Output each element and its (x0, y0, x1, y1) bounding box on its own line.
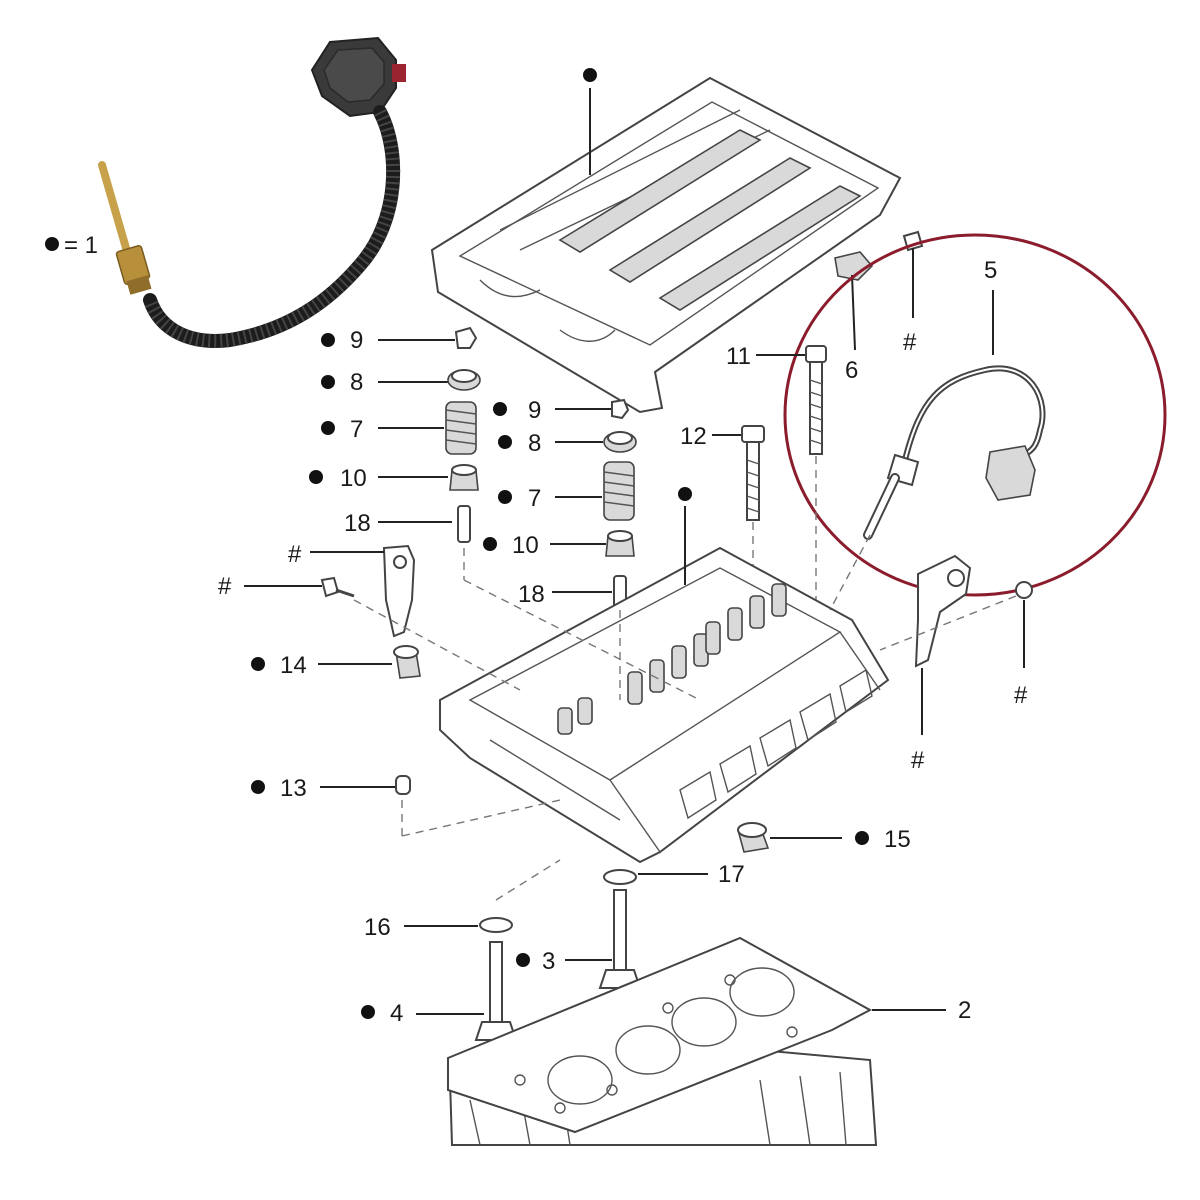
label-4: 4 (390, 1000, 403, 1027)
lifting-bracket-right: # # (879, 554, 1033, 774)
plug-15: 15 (736, 822, 911, 853)
label-15: 15 (884, 826, 911, 853)
label-hash-top: # (903, 329, 917, 356)
bolt-hash-top: # (902, 230, 924, 356)
valve-stack-left: 9 8 7 10 18 (309, 326, 481, 580)
label-17: 17 (718, 861, 745, 888)
valve-3: 3 (516, 889, 642, 989)
plug-14: 14 (251, 645, 421, 679)
label-3: 3 (542, 948, 555, 975)
bolt-11: 11 (726, 343, 827, 610)
valve-stack-middle: 9 8 7 10 18 (483, 397, 637, 611)
label-14: 14 (280, 652, 307, 679)
head-dot (678, 487, 692, 501)
sensor-cable (143, 105, 401, 348)
cylinder-head (439, 487, 890, 864)
sensor-body (98, 161, 152, 295)
label-13: 13 (280, 775, 307, 802)
label-5: 5 (984, 257, 997, 284)
bolt-12: 12 (680, 423, 765, 600)
valve-4: 4 (361, 941, 518, 1041)
sensor-connector (310, 36, 406, 118)
label-12: 12 (680, 423, 707, 450)
label-hash-bracket-right: # (911, 747, 925, 774)
label-18b: 18 (518, 581, 545, 608)
sensor-inset: = 1 (45, 36, 406, 348)
plug-13: 13 (251, 775, 561, 837)
head-gasket-2: 2 (447, 936, 971, 1134)
label-7b: 7 (528, 485, 541, 512)
seal-16: 16 (364, 914, 513, 941)
label-18a: 18 (344, 510, 371, 537)
highlight-circle (783, 233, 1167, 597)
label-9a: 9 (350, 327, 363, 354)
label-6: 6 (845, 357, 858, 384)
legend-text: = 1 (64, 232, 98, 259)
carrier-dot (583, 68, 597, 82)
head-springs (557, 583, 787, 735)
seal-17: 17 (495, 859, 745, 901)
label-16: 16 (364, 914, 391, 941)
label-10a: 10 (340, 465, 367, 492)
label-9b: 9 (528, 397, 541, 424)
label-10b: 10 (512, 532, 539, 559)
label-8a: 8 (350, 369, 363, 396)
lifting-bracket-left: # # (218, 541, 521, 691)
label-7a: 7 (350, 416, 363, 443)
camshaft-carrier (430, 68, 902, 414)
legend-dot (45, 237, 59, 251)
label-8b: 8 (528, 430, 541, 457)
label-hash-bolt: # (218, 573, 232, 600)
label-2: 2 (958, 997, 971, 1024)
label-hash-bracket: # (288, 541, 302, 568)
part-6-clip: 6 (834, 251, 874, 384)
label-11: 11 (726, 343, 751, 370)
head-ports (679, 668, 873, 820)
cam-bearing-bridges (558, 129, 862, 311)
temperature-sensor-5: 5 (863, 257, 1046, 540)
label-hash-right: # (1014, 682, 1028, 709)
